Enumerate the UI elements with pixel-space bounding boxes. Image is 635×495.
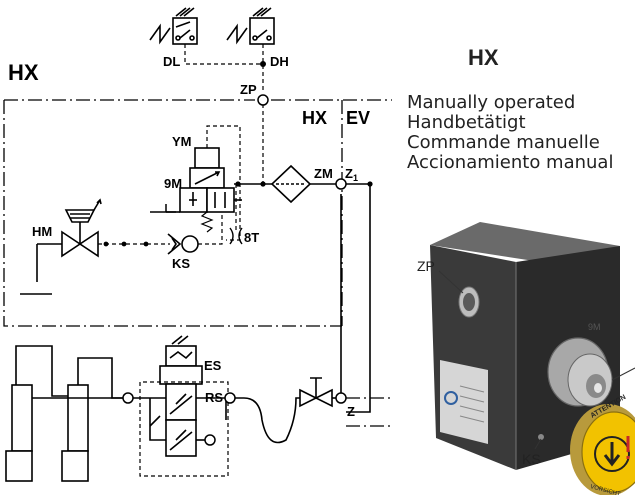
label-rs: RS — [205, 390, 223, 405]
description-line-en: Manually operated — [407, 92, 576, 113]
pressure-switch-dl — [149, 7, 198, 45]
zp-fitting — [458, 286, 480, 318]
shutoff-valve — [299, 377, 333, 408]
description-line-de: Handbetätigt — [407, 112, 526, 133]
photo-label-ks: KS — [522, 451, 541, 467]
filter-zm — [270, 164, 312, 204]
description-line-es: Accionamiento manual — [407, 152, 614, 173]
label-hm: HM — [32, 224, 52, 239]
label-z1: Z1 — [345, 166, 358, 183]
left-title: HX — [8, 60, 39, 85]
label-ks: KS — [172, 256, 190, 271]
label-zp: ZP — [240, 82, 257, 97]
body-mark: 9M — [588, 322, 601, 332]
label-z: Z — [347, 404, 355, 419]
pressure-switch-dh — [226, 7, 275, 45]
photo-label-zp: ZP — [417, 258, 435, 274]
cylinders — [5, 345, 124, 482]
label-8t: 8T — [244, 230, 259, 245]
label-dl: DL — [163, 54, 180, 69]
label-plate — [440, 360, 488, 444]
label-hx: HX — [302, 108, 327, 128]
check-valve-ks — [167, 233, 199, 255]
description-block: Manually operated Handbetätigt Commande … — [407, 93, 613, 173]
valve-rs — [165, 383, 197, 457]
hand-valve-hm — [61, 198, 102, 258]
product-photo: 9M ATTENTION VORSICHT ZP KS — [417, 222, 635, 495]
pressure-switch-es — [159, 335, 203, 385]
knob-text-bottom: VORSICHT — [589, 484, 621, 495]
brass-fitting — [547, 337, 613, 407]
description-line-fr: Commande manuelle — [407, 132, 600, 153]
label-9m: 9M — [164, 176, 182, 191]
right-title: HX — [468, 45, 499, 70]
label-ev: EV — [346, 108, 370, 128]
label-zm: ZM — [314, 166, 333, 181]
label-es: ES — [204, 358, 222, 373]
manual-knob: ATTENTION VORSICHT — [570, 394, 635, 495]
label-dh: DH — [270, 54, 289, 69]
label-ym: YM — [172, 134, 192, 149]
